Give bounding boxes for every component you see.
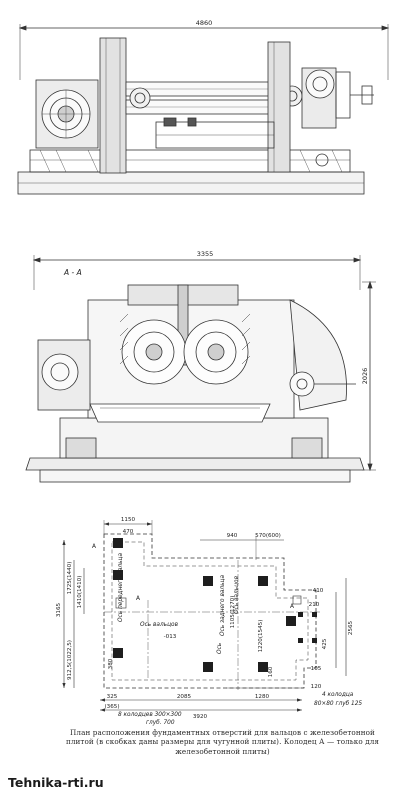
dim-013: -013 (164, 634, 177, 640)
top-view (17, 24, 390, 195)
dim-470: 470 (123, 529, 134, 535)
label-axis-front-roll: Ось переднего вальца (118, 553, 124, 622)
label-axis-rolls: Ось вальцов (140, 622, 179, 628)
dim-1150: 1150 (121, 517, 136, 523)
note-4-wells: 4 колодца (322, 692, 354, 698)
section-view (25, 255, 376, 483)
label-letter-a1: А (92, 544, 96, 550)
plan-dimensions: 1150 470 940 570(600) 410 210 2565 3165 … (56, 517, 354, 720)
plan-labels: Ось вальцов Ось вальцов Ось переднего ва… (92, 544, 362, 726)
section-height-label: 2026 (361, 368, 369, 385)
dim-1410: 1410(1410) (77, 576, 83, 609)
dim-1105: 1105(1270) (230, 596, 236, 629)
note-4-spec: 80×80 глуб 125 (314, 701, 362, 707)
dim-2565: 2565 (348, 620, 354, 635)
dim-120: 120 (311, 684, 322, 690)
dim-325: 325 (107, 694, 118, 700)
dim-2085: 2085 (177, 694, 192, 700)
foundation-plan (62, 520, 347, 712)
dim-105: 105 (311, 666, 322, 672)
label-axis-rolls-vertical: Ось вальцов (234, 575, 240, 614)
dim-1725: 1725(1440) (67, 562, 73, 595)
dim-410: 410 (313, 588, 324, 594)
dim-380: 380 (108, 658, 114, 669)
label-letter-a3: А (290, 604, 294, 610)
figure-caption: План расположения фундаментных отверстий… (65, 728, 380, 756)
dim-425: 425 (322, 638, 328, 649)
label-axis-misc: Ось (217, 643, 223, 654)
label-letter-a2: А (136, 596, 140, 602)
dim-1280: 1280 (255, 694, 270, 700)
dim-210: 210 (309, 602, 320, 608)
overall-length-label: 4860 (196, 19, 213, 27)
note-8-wells: 8 колодцев 300×300 (118, 712, 182, 718)
dim-940: 940 (227, 533, 238, 539)
note-8-depth: глуб. 700 (146, 720, 175, 726)
section-title: А - А (63, 268, 82, 277)
label-axis-back-roll: Ось заднего вальца (220, 575, 226, 636)
dim-912: 912,5(1022,5) (67, 640, 73, 680)
site-watermark: Tehnika-rti.ru (8, 775, 104, 790)
dim-3165: 3165 (56, 602, 62, 617)
dim-1220: 1220(1545) (258, 620, 264, 653)
dim-570: 570(600) (255, 533, 281, 539)
dim-365: (365) (104, 704, 119, 710)
section-width-label: 3355 (197, 250, 214, 258)
dim-3920: 3920 (193, 714, 208, 720)
dim-160: 160 (268, 666, 274, 677)
